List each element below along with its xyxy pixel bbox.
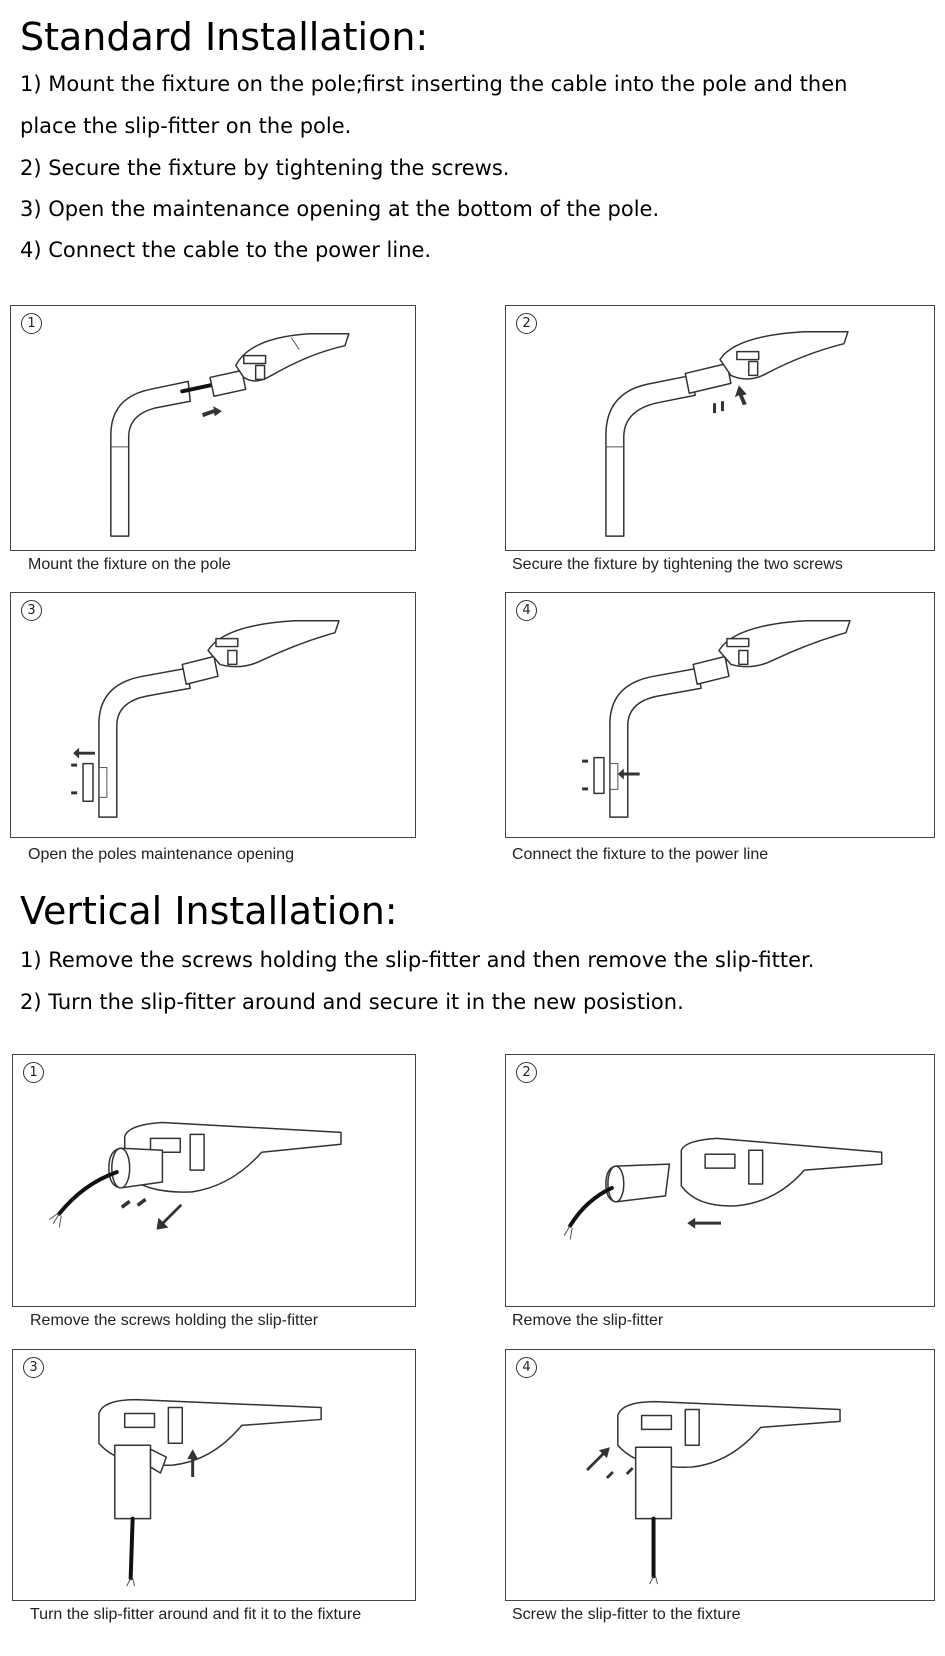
screw-tightening-illustration [605, 331, 849, 537]
standard-panel-2: 2 [505, 305, 935, 551]
standard-panel-1: 1 [10, 305, 416, 551]
vertical-panel-3-caption: Turn the slip-fitter around and fit it t… [30, 1606, 362, 1623]
standard-installation-heading: Standard Installation: [20, 15, 429, 59]
panel-number-badge: 3 [21, 600, 42, 621]
vertical-installation-heading: Vertical Installation: [20, 889, 398, 933]
vertical-panel-1-caption: Remove the screws holding the slip-fitte… [30, 1312, 319, 1329]
vertical-panel-2: 2 [505, 1054, 935, 1307]
standard-step-4: 4) Connect the cable to the power line. [20, 238, 432, 262]
remove-slip-fitter-illustration [563, 1137, 883, 1240]
panel-number-badge: 4 [516, 1357, 537, 1378]
panel-number-badge: 2 [516, 313, 537, 334]
panel-number-badge: 1 [21, 313, 42, 334]
power-line-connection-illustration [582, 620, 851, 818]
standard-step-2: 2) Secure the fixture by tightening the … [20, 156, 510, 180]
standard-step-3: 3) Open the maintenance opening at the b… [20, 197, 660, 221]
vertical-panel-2-caption: Remove the slip-fitter [512, 1312, 664, 1329]
maintenance-opening-illustration [71, 620, 340, 818]
vertical-panel-4: 4 [505, 1349, 935, 1601]
remove-screws-illustration [49, 1121, 342, 1230]
standard-panel-4: 4 [505, 592, 935, 838]
standard-panel-3-caption: Open the poles maintenance opening [28, 846, 294, 863]
standard-panel-4-caption: Connect the fixture to the power line [512, 846, 769, 863]
panel-number-badge: 4 [516, 600, 537, 621]
standard-step-1: 1) Mount the fixture on the pole;first i… [20, 72, 848, 96]
panel-number-badge: 3 [23, 1357, 44, 1378]
vertical-panel-3: 3 [12, 1349, 416, 1601]
vertical-step-1: 1) Remove the screws holding the slip-fi… [20, 948, 815, 972]
turn-slip-fitter-illustration [98, 1398, 322, 1587]
standard-panel-2-caption: Secure the fixture by tightening the two… [512, 556, 843, 573]
panel-number-badge: 1 [23, 1062, 44, 1083]
vertical-panel-1: 1 [12, 1054, 416, 1307]
vertical-step-2: 2) Turn the slip-fitter around and secur… [20, 990, 684, 1014]
standard-panel-1-caption: Mount the fixture on the pole [28, 556, 231, 573]
standard-panel-3: 3 [10, 592, 416, 838]
vertical-panel-4-caption: Screw the slip-fitter to the fixture [512, 1606, 741, 1623]
standard-step-1-continued: place the slip-fitter on the pole. [20, 114, 352, 138]
panel-number-badge: 2 [516, 1062, 537, 1083]
pole-mount-illustration [110, 333, 350, 537]
screw-slip-fitter-illustration [586, 1400, 841, 1585]
